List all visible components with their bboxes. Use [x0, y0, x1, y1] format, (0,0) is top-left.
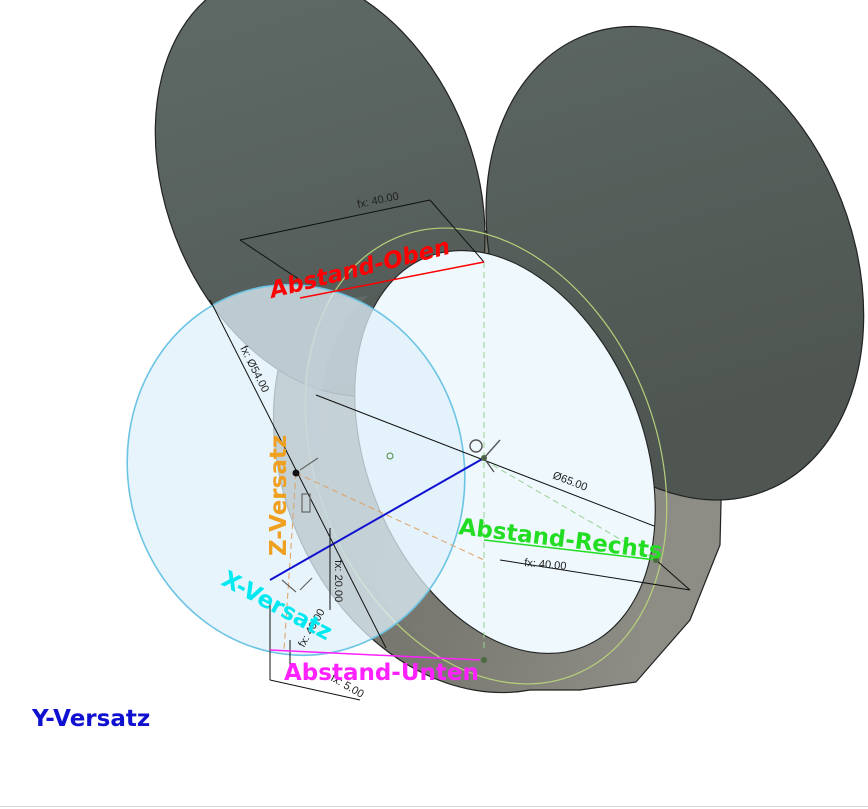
- right-point: [653, 557, 659, 563]
- left-point: [386, 452, 394, 460]
- origin-point: [292, 469, 300, 477]
- bottom-point: [481, 657, 487, 663]
- dimension-lines: [209, 199, 691, 701]
- divider: [0, 806, 868, 807]
- axis-gizmo-icon: [469, 439, 501, 473]
- constraint-symbol-icon: [281, 457, 319, 593]
- label-z-versatz: Z-Versatz: [266, 435, 292, 556]
- dim-vertical: fx: 20.00: [332, 560, 344, 602]
- label-y-versatz: Y-Versatz: [32, 706, 151, 732]
- label-abstand-unten: Abstand-Unten: [284, 660, 479, 686]
- dim-right: fx: 40.00: [524, 557, 567, 573]
